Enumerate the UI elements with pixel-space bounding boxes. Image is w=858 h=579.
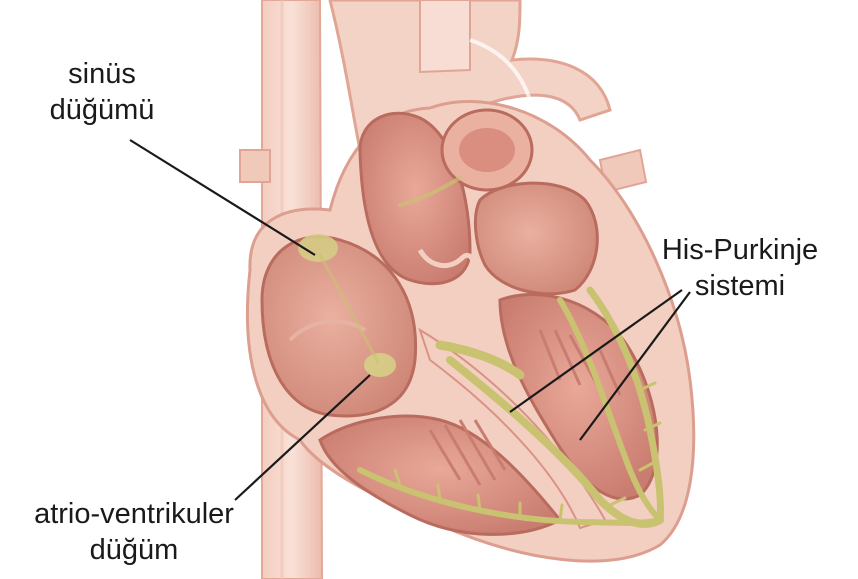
label-av-line2: düğüm (8, 532, 260, 568)
label-sinus-node: sinüs düğümü (42, 56, 162, 128)
label-his-purkinje: His-Purkinje sistemi (640, 232, 840, 304)
label-av-node: atrio-ventrikuler düğüm (8, 496, 260, 568)
label-sinus-line1: sinüs (42, 56, 162, 92)
label-his-line2: sistemi (640, 268, 840, 304)
label-his-line1: His-Purkinje (640, 232, 840, 268)
label-av-line1: atrio-ventrikuler (8, 496, 260, 532)
left-atrium (475, 183, 597, 294)
label-sinus-line2: düğümü (42, 92, 162, 128)
